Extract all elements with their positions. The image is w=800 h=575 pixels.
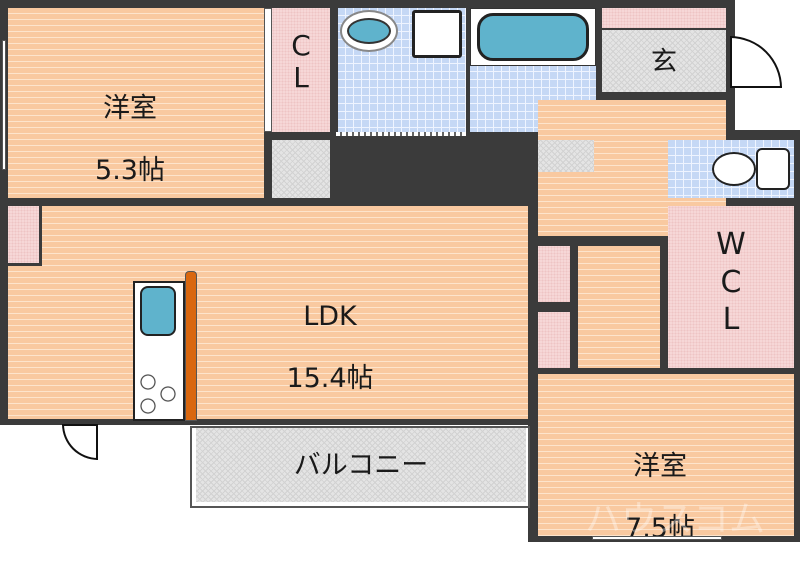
- closet-label: C L: [291, 29, 311, 95]
- ldk-label: LDK 15.4帖: [260, 270, 400, 425]
- balcony: [196, 428, 526, 502]
- ldk-storage: [8, 206, 42, 266]
- stove-icon: [138, 372, 180, 416]
- hall-storage: [538, 140, 594, 172]
- entrance: [602, 30, 726, 92]
- walk-in-closet: [668, 206, 794, 368]
- toilet-icon: [712, 152, 756, 186]
- room-name: 洋室: [103, 93, 157, 125]
- storage-1: [538, 246, 570, 302]
- entrance-shoebox: [602, 8, 726, 28]
- entrance-label: 玄: [650, 47, 677, 77]
- balcony-label: バルコニー: [293, 450, 429, 481]
- side-door[interactable]: [62, 424, 98, 460]
- western-room-1-label: 洋室 5.3帖: [70, 62, 190, 217]
- room-name: LDK: [303, 301, 357, 333]
- closet-door[interactable]: [264, 8, 272, 132]
- room-name: 洋室: [633, 451, 687, 483]
- washing-machine-icon: [412, 10, 462, 58]
- washbasin-icon: [340, 10, 398, 52]
- kitchen-sink-icon: [140, 286, 176, 336]
- western-room-1: [8, 8, 264, 198]
- room-size: 5.3帖: [95, 155, 165, 187]
- walk-in-closet-label: W C L: [716, 227, 746, 337]
- window-left: [2, 40, 6, 170]
- front-door[interactable]: [730, 36, 782, 88]
- bathtub-icon: [470, 8, 596, 66]
- watermark: ハウスコム: [584, 499, 765, 540]
- ldk: [8, 206, 528, 419]
- room-size: 15.4帖: [286, 363, 374, 395]
- window-bottom: [592, 536, 722, 540]
- pipe-space: [272, 140, 330, 198]
- counter-wall: [185, 271, 197, 421]
- floor-plan: 洋室 5.3帖 C L 玄 W C L LDK 15.4帖: [0, 0, 800, 544]
- washroom-door[interactable]: [336, 132, 466, 136]
- closet: [272, 8, 330, 132]
- storage-2: [538, 312, 570, 368]
- western-room-2: [538, 374, 794, 536]
- corridor-2: [578, 246, 660, 368]
